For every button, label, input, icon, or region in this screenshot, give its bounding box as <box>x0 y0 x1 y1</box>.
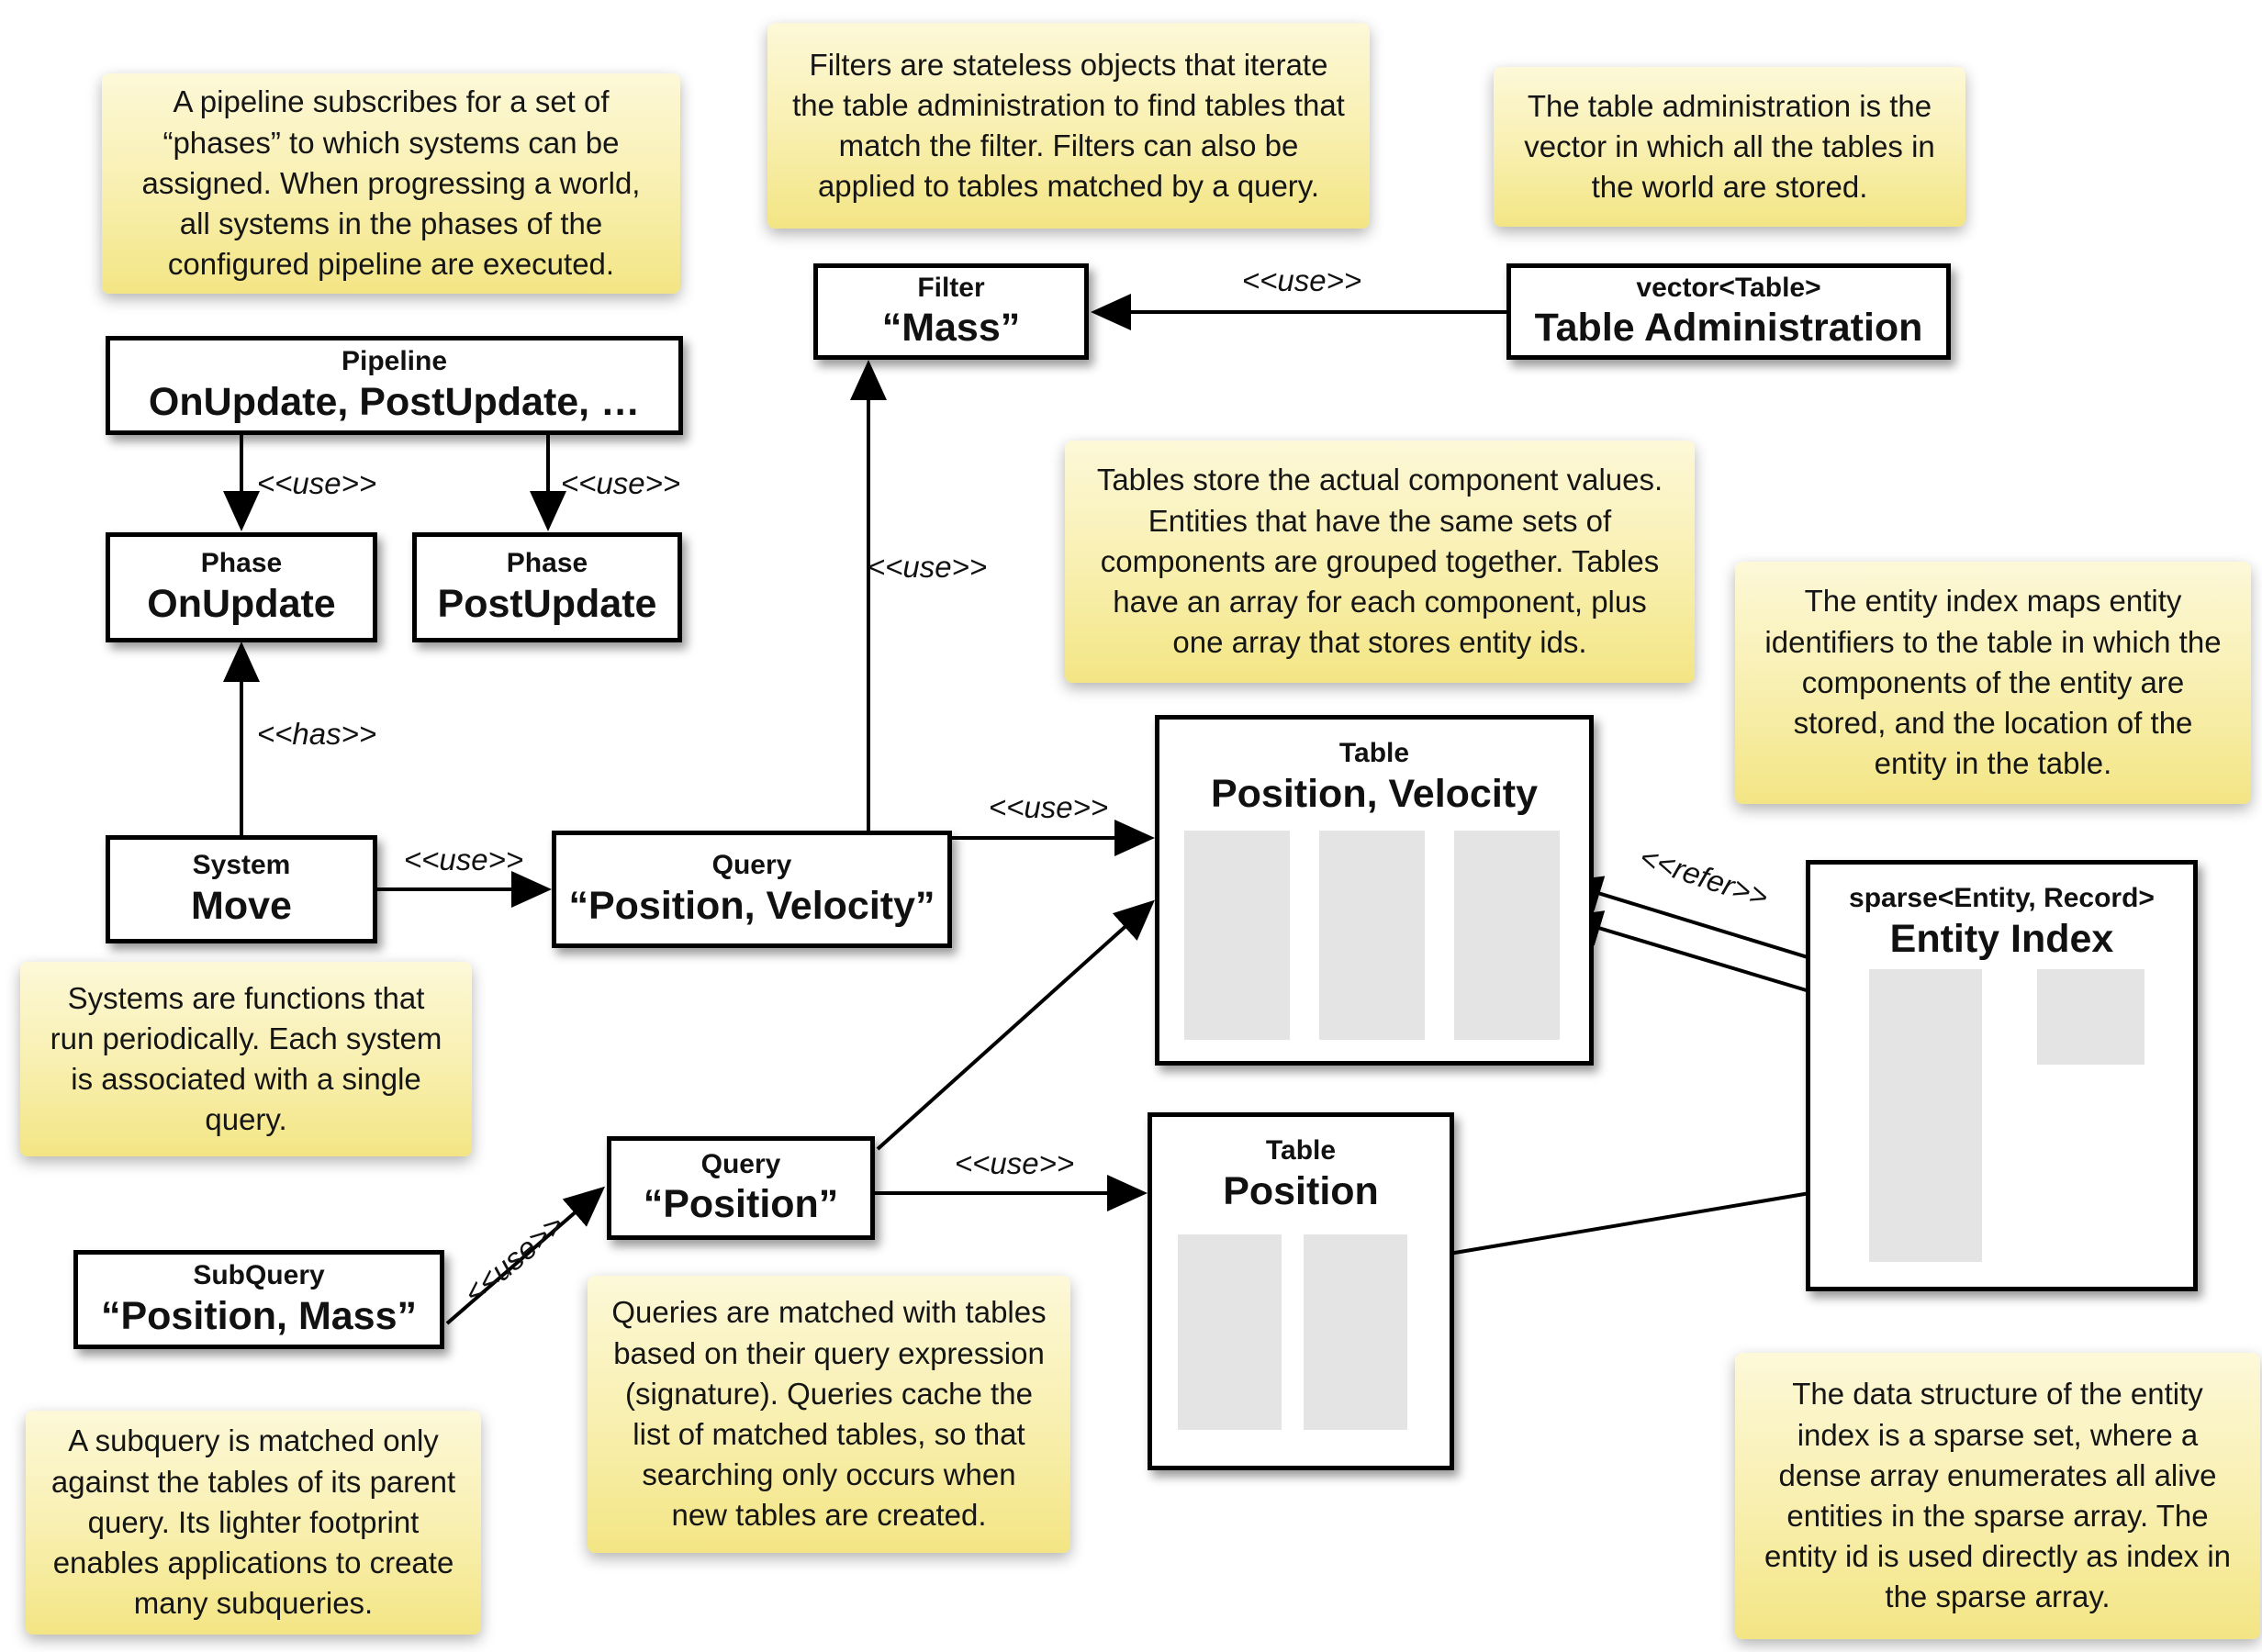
component-array <box>1178 1234 1282 1430</box>
node-subquery: SubQuery “Position, Mass” <box>73 1250 444 1349</box>
node-type-label: Table <box>1338 738 1410 768</box>
edge-label-use-subquery-query: <<use>> <box>456 1207 571 1311</box>
node-type-label: System <box>192 850 291 881</box>
edge-label-use-pipeline-onupdate: <<use>> <box>256 466 377 500</box>
node-type-label: Query <box>700 1148 781 1179</box>
node-type-label: Phase <box>200 548 283 579</box>
component-array <box>1454 831 1560 1040</box>
node-table-position: Table Position <box>1148 1112 1454 1470</box>
sparse-array <box>1869 969 1982 1262</box>
note-tables: Tables store the actual component values… <box>1065 441 1695 683</box>
node-name-label: “Position” <box>643 1182 839 1227</box>
node-type-label: sparse<Entity, Record> <box>1849 883 2155 913</box>
edge-label-use-query-tablepv: <<use>> <box>988 790 1109 824</box>
edge-label-use-query-filter: <<use>> <box>867 550 988 584</box>
dense-array <box>2037 969 2144 1065</box>
note-table-administration: The table administration is the vector i… <box>1494 67 1965 227</box>
node-entity-index: sparse<Entity, Record> Entity Index <box>1806 860 2198 1291</box>
node-query-position-velocity: Query “Position, Velocity” <box>552 831 952 948</box>
edge-label-refer-entityindex-table: <<refer>> <box>1635 839 1773 915</box>
node-type-label: Query <box>711 850 792 881</box>
node-name-label: Table Administration <box>1534 306 1923 351</box>
edge-entityindex-to-tablep <box>1409 1182 1865 1272</box>
node-type-label: Table <box>1265 1135 1337 1166</box>
note-entity-index: The entity index maps entity identifiers… <box>1735 562 2251 804</box>
node-name-label: Entity Index <box>1889 916 2114 961</box>
edge-label-use-pipeline-postupdate: <<use>> <box>560 466 681 500</box>
node-name-label: Move <box>191 883 292 928</box>
node-name-label: Position <box>1223 1168 1379 1213</box>
node-name-label: PostUpdate <box>437 581 657 626</box>
node-type-label: Filter <box>917 272 985 303</box>
node-pipeline: Pipeline OnUpdate, PostUpdate, … <box>106 336 683 435</box>
node-type-label: SubQuery <box>193 1260 325 1291</box>
edge-label-use-query-tablep: <<use>> <box>954 1146 1075 1180</box>
edge-label-has-move-onupdate: <<has>> <box>256 717 377 751</box>
edge-label-use-move-query: <<use>> <box>403 843 524 876</box>
note-pipeline: A pipeline subscribes for a set of “phas… <box>102 73 680 294</box>
node-phase-onupdate: Phase OnUpdate <box>106 532 377 642</box>
node-filter-mass: Filter “Mass” <box>813 263 1089 360</box>
note-filters: Filters are stateless objects that itera… <box>767 23 1370 229</box>
node-name-label: “Position, Mass” <box>100 1293 418 1338</box>
note-subquery: A subquery is matched only against the t… <box>26 1411 481 1635</box>
node-name-label: “Mass” <box>881 306 1021 351</box>
note-sparse-set: The data structure of the entity index i… <box>1735 1353 2260 1639</box>
note-systems: Systems are functions that run periodica… <box>20 962 472 1156</box>
note-queries: Queries are matched with tables based on… <box>588 1276 1070 1553</box>
node-query-position: Query “Position” <box>607 1136 875 1240</box>
edge-label-use-admin-filter: <<use>> <box>1241 263 1362 297</box>
node-table-position-velocity: Table Position, Velocity <box>1155 715 1594 1066</box>
component-array <box>1319 831 1425 1040</box>
component-array <box>1304 1234 1407 1430</box>
node-name-label: OnUpdate, PostUpdate, … <box>148 379 641 424</box>
node-name-label: Position, Velocity <box>1210 771 1539 816</box>
node-type-label: Phase <box>506 548 588 579</box>
node-table-administration: vector<Table> Table Administration <box>1506 263 1951 360</box>
node-phase-postupdate: Phase PostUpdate <box>412 532 682 642</box>
node-name-label: “Position, Velocity” <box>568 883 935 928</box>
node-name-label: OnUpdate <box>147 581 336 626</box>
node-type-label: vector<Table> <box>1636 272 1821 303</box>
component-array <box>1184 831 1290 1040</box>
node-type-label: Pipeline <box>341 346 448 377</box>
node-system-move: System Move <box>106 835 377 943</box>
